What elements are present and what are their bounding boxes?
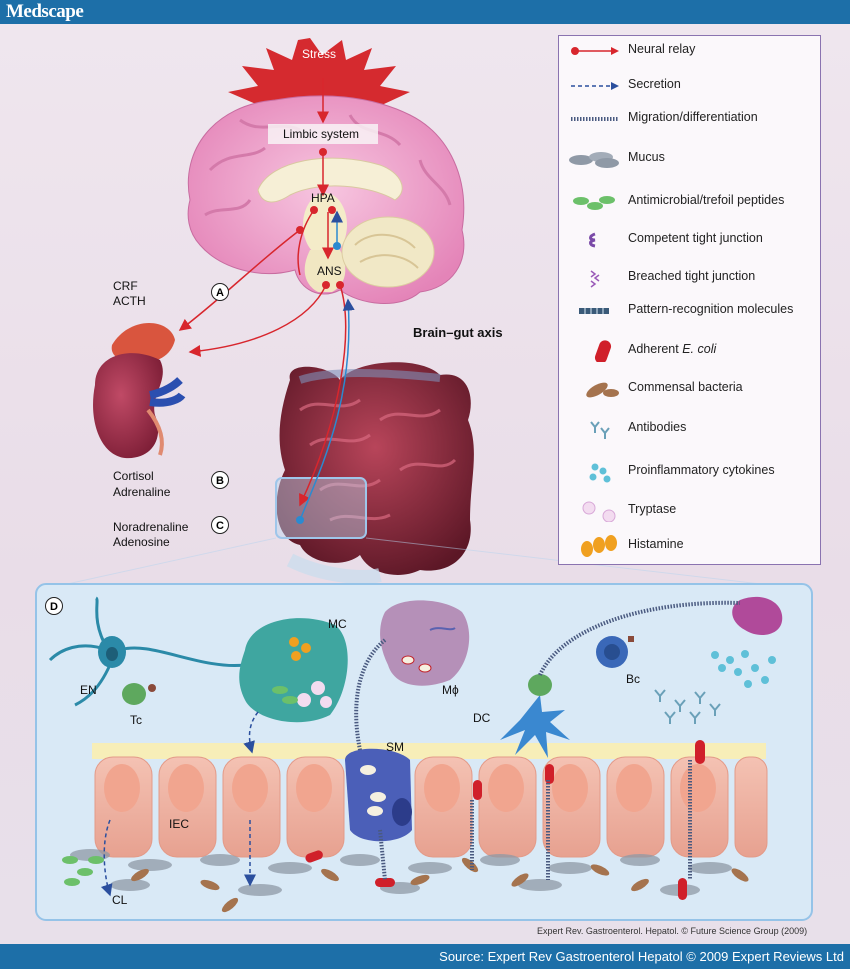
dendritic-cell	[500, 674, 570, 758]
cytokines-icon	[589, 463, 611, 483]
legend-item: Tryptase	[559, 496, 822, 526]
legend-item: Proinflammatory cytokines	[559, 457, 822, 487]
diagram-illustration	[35, 38, 813, 921]
brand-logo: Medscape	[6, 1, 84, 22]
commensal-bacteria	[131, 857, 749, 913]
marker-d: D	[45, 597, 63, 615]
sm-label: SM	[386, 740, 404, 754]
dc-label: DC	[473, 711, 491, 725]
bc-label: Bc	[626, 672, 641, 686]
tryptase-icon	[582, 501, 616, 522]
en-label: EN	[80, 683, 97, 697]
legend-item: Neural relay	[559, 36, 822, 66]
legend-label: Breached tight junction	[628, 269, 756, 283]
mucus-icon	[569, 152, 619, 168]
macrophage	[380, 600, 470, 686]
enteric-neuron	[48, 596, 246, 707]
neural-relay-icon	[571, 47, 619, 55]
antibodies-icon	[590, 421, 610, 439]
gut-illustration	[275, 362, 474, 584]
cl-label: CL	[112, 893, 128, 907]
brain-gut-axis-title: Brain–gut axis	[413, 325, 503, 340]
legend-item: Antibodies	[559, 414, 822, 444]
legend-label: Migration/differentiation	[628, 110, 758, 124]
secretion-arrows	[100, 711, 259, 897]
legend-item: Mucus	[559, 144, 822, 174]
antimicrobial-peptides-icon	[573, 196, 615, 210]
legend-item: Competent tight junction	[559, 225, 822, 255]
legend-label: Pattern-recognition molecules	[628, 302, 794, 316]
legend-label: Antimicrobial/trefoil peptides	[628, 193, 785, 207]
breached-tight-junction-icon	[590, 270, 600, 288]
legend-label: Histamine	[628, 537, 684, 551]
legend-box: Neural relay Secretion Migration/differe…	[558, 35, 821, 565]
legend-label: Antibodies	[628, 420, 687, 434]
kidney-illustration	[93, 322, 186, 459]
marker-c: C	[211, 516, 229, 534]
histamine-icon	[581, 535, 617, 557]
footer-bar: Source: Expert Rev Gastroenterol Hepatol…	[0, 944, 850, 969]
adherent-ecoli-icon	[594, 340, 612, 362]
neural-pathways	[178, 78, 355, 524]
pattern-recognition-icon	[579, 308, 609, 314]
migration-icon	[571, 117, 619, 121]
legend-item: Antimicrobial/trefoil peptides	[559, 187, 822, 217]
mucus-layer	[70, 849, 732, 896]
cortisol-label: Cortisol	[113, 469, 154, 483]
epithelial-cells	[94, 756, 768, 858]
iec-label: IEC	[169, 817, 190, 831]
antibodies	[654, 689, 721, 724]
commensal-bacteria-icon	[586, 382, 619, 398]
antimicrobial-peptides	[62, 856, 104, 886]
marker-a: A	[211, 283, 229, 301]
legend-label: Competent tight junction	[628, 231, 763, 245]
legend-label: Secretion	[628, 77, 681, 91]
mphi-label: Mϕ	[442, 683, 459, 697]
migration-paths	[354, 600, 741, 881]
legend-item: Commensal bacteria	[559, 374, 822, 404]
adenosine-label: Adenosine	[113, 535, 170, 549]
mucosa-panel	[35, 583, 813, 921]
mc-label: MC	[328, 617, 347, 631]
figure-credit: Expert Rev. Gastroenterol. Hepatol. © Fu…	[537, 926, 808, 936]
adrenaline-label: Adrenaline	[113, 485, 171, 499]
stress-label: Stress	[302, 47, 337, 61]
legend-label: Commensal bacteria	[628, 380, 743, 394]
source-text: Source: Expert Rev Gastroenterol Hepatol…	[439, 949, 844, 964]
crf-label: CRF	[113, 279, 138, 293]
cytokines	[711, 650, 776, 688]
legend-item: Breached tight junction	[559, 263, 822, 293]
legend-label: Tryptase	[628, 502, 677, 516]
marker-b: B	[211, 471, 229, 489]
competent-tight-junction-icon	[589, 232, 596, 248]
ans-label: ANS	[317, 264, 342, 278]
limbic-system-label: Limbic system	[283, 127, 360, 141]
acth-label: ACTH	[113, 294, 146, 308]
b-cell	[596, 636, 634, 668]
brain-illustration	[187, 95, 465, 304]
legend-label: Mucus	[628, 150, 665, 164]
adherent-ecoli	[305, 740, 705, 900]
mast-cell	[239, 618, 348, 723]
noradrenaline-label: Noradrenaline	[113, 520, 189, 534]
legend-label: Proinflammatory cytokines	[628, 463, 775, 477]
legend-item: Histamine	[559, 531, 822, 561]
legend-item: Adherent E. coli	[559, 336, 822, 366]
legend-label: Neural relay	[628, 42, 696, 56]
secretion-icon	[571, 82, 619, 90]
plasma-cell	[732, 596, 783, 635]
legend-item: Pattern-recognition molecules	[559, 296, 822, 326]
legend-item: Secretion	[559, 71, 822, 101]
legend-label: Adherent E. coli	[628, 342, 717, 356]
legend-item: Migration/differentiation	[559, 104, 822, 134]
header-bar: Medscape	[0, 0, 850, 24]
hpa-label: HPA	[311, 191, 335, 205]
tc-label: Tc	[130, 713, 142, 727]
